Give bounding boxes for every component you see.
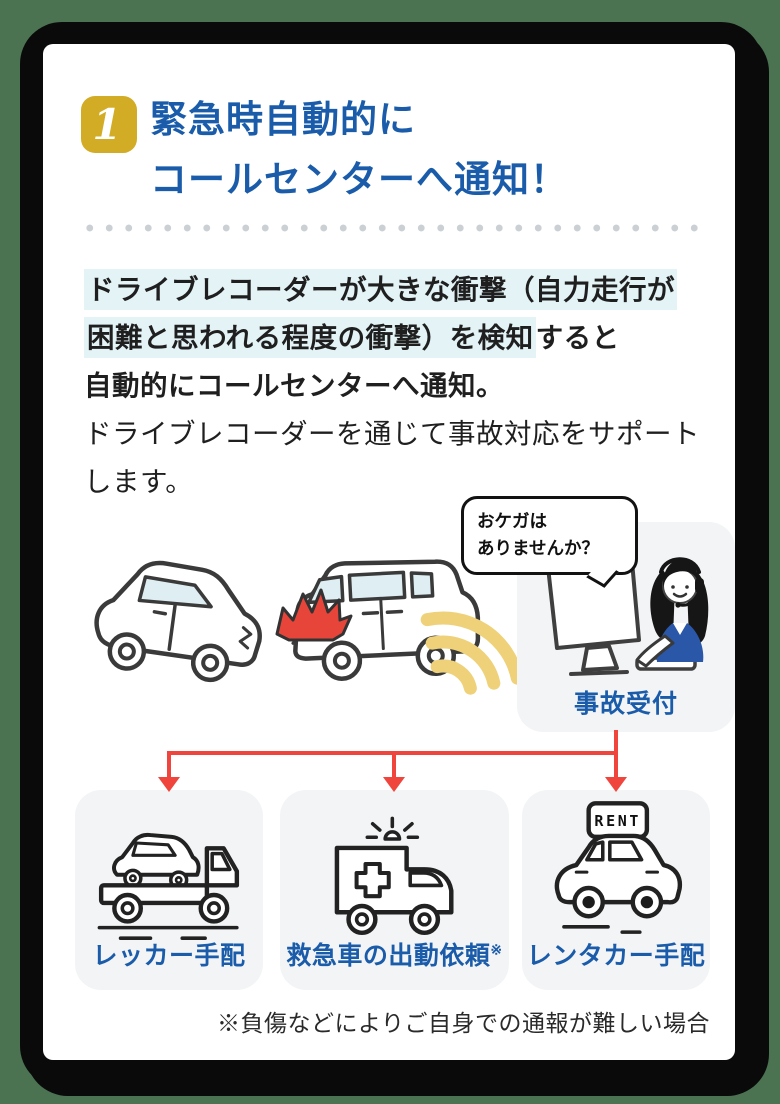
bubble-line-2: ありませんか？ [477, 538, 599, 559]
flow-box-label: レッカー手配 [92, 942, 246, 970]
ambulance-icon [334, 816, 454, 936]
impact-star-icon [275, 588, 353, 642]
flow-box-ambulance: 救急車の出動依頼※ [280, 790, 509, 990]
signal-waves-icon [420, 611, 523, 695]
step-number: 1 [92, 99, 122, 149]
arrow-down-icon [605, 777, 627, 792]
speech-bubble: おケガは ありませんか？ [461, 496, 638, 576]
title-line-1: 緊急時自動的に [150, 99, 416, 140]
connector-stem-middle [392, 751, 396, 779]
body-highlight-2: 困難と思われる程度の衝撃）を検知 [84, 317, 536, 358]
body-regular-2: します。 [84, 466, 194, 497]
dotted-divider [80, 224, 704, 232]
flow-box-label: レンタカー手配 [526, 942, 706, 970]
body-bold-tail: すると [535, 322, 620, 353]
operator-label: 事故受付 [573, 690, 678, 718]
body-regular-1: ドライブレコーダーを通じて事故対応をサポート [84, 418, 700, 449]
body-paragraph: ドライブレコーダーが大きな衝撃（自力走行が 困難と思われる程度の衝撃）を検知する… [84, 266, 714, 506]
connector-stem-top [614, 730, 618, 753]
footnote: ※負傷などによりご自身での通報が難しい場合 [216, 1010, 710, 1036]
car-crash-illustration [94, 559, 523, 695]
flow-box-towing: レッカー手配 [75, 790, 263, 990]
tow-truck-icon [97, 832, 240, 940]
step-badge: 1 [81, 96, 137, 153]
left-car [94, 560, 262, 683]
rental-car-icon: RENT [554, 801, 683, 934]
arrow-down-icon [158, 777, 180, 792]
connector-stem-left [167, 751, 171, 779]
body-highlight-1: ドライブレコーダーが大きな衝撃（自力走行が [84, 269, 677, 310]
arrow-down-icon [383, 777, 405, 792]
body-bold-line: 自動的にコールセンターへ通知。 [84, 370, 504, 401]
connector-stem-right [614, 751, 618, 779]
title-line-2: コールセンターへ通知！ [150, 159, 568, 200]
page-title: 緊急時自動的に コールセンターへ通知！ [150, 90, 568, 210]
bubble-line-1: おケガは [477, 511, 547, 531]
flow-box-rental: RENT レンタカー手配 [522, 790, 710, 990]
white-card: 1 緊急時自動的に コールセンターへ通知！ ドライブレコーダーが大きな衝撃（自力… [43, 44, 735, 1060]
operator-person [635, 557, 709, 668]
rent-sign-text: RENT [594, 812, 641, 830]
flow-box-label: 救急車の出動依頼※ [286, 941, 503, 970]
